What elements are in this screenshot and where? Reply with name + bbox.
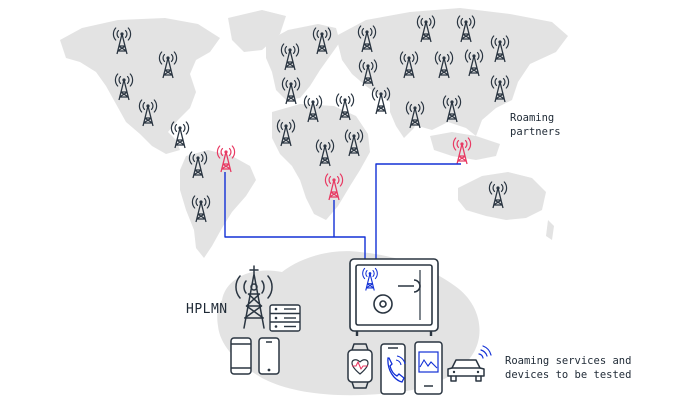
smartwatch-heart-icon — [347, 343, 373, 389]
hplmn-label: HPLMN — [186, 302, 228, 317]
services-devices-label: Roaming services and devices to be teste… — [505, 354, 631, 382]
continent-north-america — [60, 18, 220, 154]
continent-australia — [458, 172, 546, 220]
continent-south-america — [180, 150, 256, 258]
roaming-partners-label: Roaming partners — [510, 111, 561, 139]
phone-call-icon — [380, 343, 406, 395]
safe-vault-icon — [349, 258, 439, 336]
continent-india — [390, 98, 420, 138]
continent-se-asia — [430, 132, 500, 160]
continent-new-zealand — [546, 220, 554, 240]
smartphone-icon — [258, 337, 280, 375]
link-south-america — [224, 172, 366, 262]
hplmn-radio-tower-icon — [235, 265, 273, 329]
tablet-icon — [414, 341, 443, 395]
smartphone-icon — [230, 337, 252, 375]
roaming-partners-line-2: partners — [510, 126, 561, 138]
connected-car-icon — [447, 345, 492, 382]
server-rack-icon — [269, 304, 301, 332]
roaming-partners-line-1: Roaming — [510, 112, 555, 124]
services-line-2: devices to be tested — [505, 369, 632, 381]
services-line-1: Roaming services and — [505, 355, 632, 367]
continent-europe — [266, 24, 340, 100]
link-se-asia — [375, 163, 461, 262]
